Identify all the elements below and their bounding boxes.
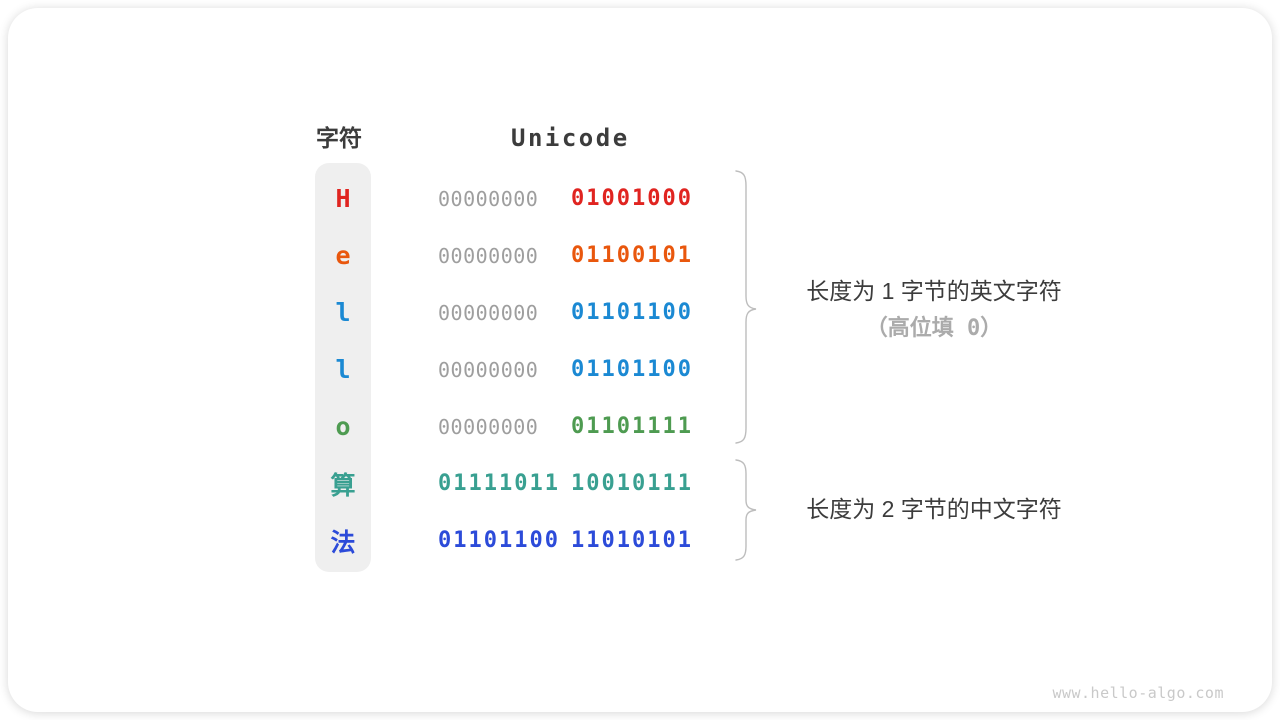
group1-annotation: 长度为 1 字节的英文字符 （高位填 0）	[774, 276, 1094, 344]
char-column: H e l l o 算 法	[315, 163, 371, 572]
high-byte: 00000000	[438, 300, 539, 325]
char-cell: l	[335, 298, 351, 327]
high-byte: 00000000	[438, 243, 539, 268]
group2-annotation: 长度为 2 字节的中文字符	[774, 494, 1094, 524]
binary-row: 00000000 01101111	[438, 398, 693, 455]
binary-row: 00000000 01101100	[438, 341, 693, 398]
curly-brace-icon	[735, 459, 757, 561]
watermark: www.hello-algo.com	[1052, 684, 1224, 702]
char-cell: 算	[330, 470, 356, 500]
char-cell: 法	[330, 527, 356, 557]
char-column-header: 字符	[316, 125, 362, 151]
low-byte: 01101100	[571, 300, 693, 325]
low-byte: 11010101	[571, 528, 693, 553]
binary-row: 00000000 01101100	[438, 284, 693, 341]
low-byte: 01101100	[571, 357, 693, 382]
high-byte: 00000000	[438, 414, 539, 439]
curly-brace-icon	[735, 170, 757, 444]
low-byte: 10010111	[571, 471, 693, 496]
group1-sublabel: （高位填 0）	[865, 316, 1003, 341]
char-cell: o	[335, 412, 351, 441]
binary-row: 01101100 11010101	[438, 512, 693, 569]
binary-rows: 00000000 01001000 00000000 01100101 000000…	[438, 170, 693, 569]
high-byte: 00000000	[438, 186, 539, 211]
char-cell: l	[335, 355, 351, 384]
binary-row: 00000000 01001000	[438, 170, 693, 227]
low-byte: 01001000	[571, 186, 693, 211]
group1-label: 长度为 1 字节的英文字符	[806, 278, 1062, 304]
binary-row: 00000000 01100101	[438, 227, 693, 284]
diagram-card: 字符 Unicode H e l l o 算 法 00000000 0100100…	[8, 8, 1272, 712]
high-byte: 00000000	[438, 357, 539, 382]
unicode-column-header: Unicode	[511, 124, 630, 152]
low-byte: 01100101	[571, 243, 693, 268]
high-byte: 01111011	[438, 471, 560, 496]
char-cell: H	[335, 184, 351, 213]
high-byte: 01101100	[438, 528, 560, 553]
low-byte: 01101111	[571, 414, 693, 439]
binary-row: 01111011 10010111	[438, 455, 693, 512]
char-cell: e	[335, 241, 351, 270]
group2-label: 长度为 2 字节的中文字符	[806, 496, 1062, 522]
